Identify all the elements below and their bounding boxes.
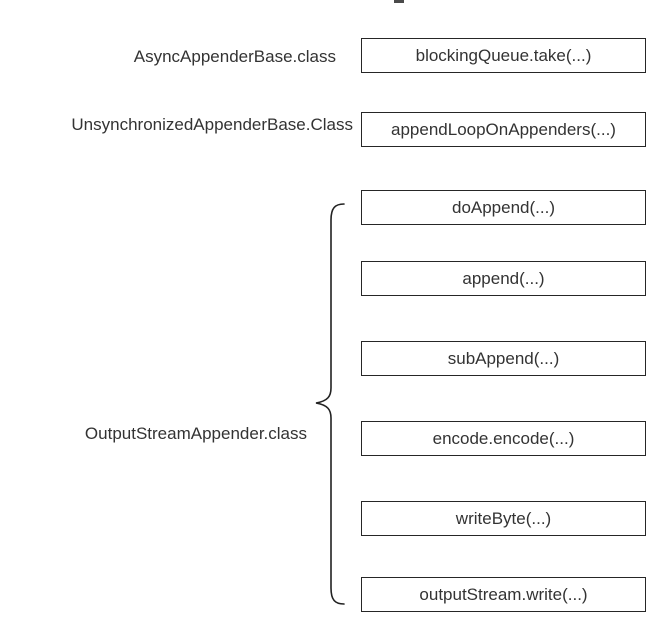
curly-brace-icon <box>315 203 345 605</box>
cropped-artifact-dash <box>394 0 404 3</box>
method-box-append-loop-on-appenders: appendLoopOnAppenders(...) <box>361 112 646 147</box>
method-box-write-byte: writeByte(...) <box>361 501 646 536</box>
method-box-sub-append: subAppend(...) <box>361 341 646 376</box>
method-box-blocking-queue-take: blockingQueue.take(...) <box>361 38 646 73</box>
method-box-output-stream-write: outputStream.write(...) <box>361 577 646 612</box>
method-box-append: append(...) <box>361 261 646 296</box>
method-box-encode-encode: encode.encode(...) <box>361 421 646 456</box>
method-box-do-append: doAppend(...) <box>361 190 646 225</box>
class-label-async-appender-base: AsyncAppenderBase.class <box>133 47 336 66</box>
class-label-output-stream-appender: OutputStreamAppender.class <box>84 424 307 443</box>
class-label-unsynchronized-appender-base: UnsynchronizedAppenderBase.Class <box>71 115 353 134</box>
